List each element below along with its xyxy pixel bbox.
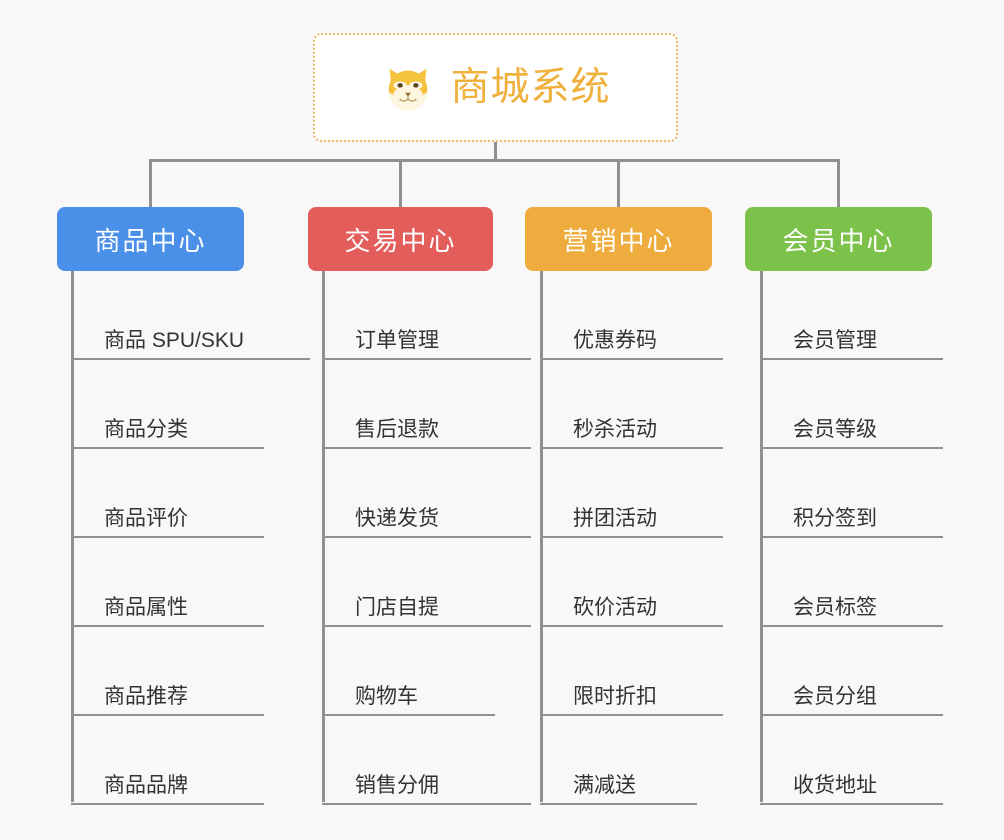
leaf-item-label: 商品品牌 [104,774,188,797]
connector-root-stem [494,142,497,162]
leaf-item-label: 会员等级 [793,418,877,441]
leaf-item[interactable]: 优惠券码 [540,271,723,360]
leaf-item-label: 限时折扣 [573,685,657,708]
leaf-item[interactable]: 会员标签 [760,538,943,627]
category-box-1[interactable]: 商品中心 [57,207,244,271]
category-label: 商品中心 [94,225,207,256]
leaf-item[interactable]: 限时折扣 [540,627,723,716]
shiba-dog-icon [380,60,436,116]
leaf-item[interactable]: 满减送 [540,716,697,805]
leaf-item-label: 商品分类 [104,418,188,441]
leaf-item-label: 满减送 [573,774,636,797]
leaf-item[interactable]: 售后退款 [322,360,531,449]
leaf-item[interactable]: 商品 SPU/SKU [71,271,310,360]
root-node[interactable]: 商城系统 [313,33,678,142]
leaf-item[interactable]: 订单管理 [322,271,531,360]
leaf-item[interactable]: 销售分佣 [322,716,531,805]
category-label: 交易中心 [344,225,457,256]
leaf-item[interactable]: 快递发货 [322,449,531,538]
leaf-item-label: 购物车 [355,685,418,708]
leaf-item[interactable]: 秒杀活动 [540,360,723,449]
leaf-item-label: 订单管理 [355,329,439,352]
leaf-item[interactable]: 商品属性 [71,538,264,627]
connector-drop-2 [399,159,402,209]
leaf-item-label: 快递发货 [355,507,439,530]
leaf-item-label: 门店自提 [355,596,439,619]
category-label: 营销中心 [562,225,675,256]
leaf-item[interactable]: 积分签到 [760,449,943,538]
category-box-3[interactable]: 营销中心 [525,207,712,271]
leaf-item-label: 销售分佣 [355,774,439,797]
connector-drop-3 [617,159,620,209]
leaf-item[interactable]: 会员等级 [760,360,943,449]
leaf-item-label: 积分签到 [793,507,877,530]
leaf-item[interactable]: 购物车 [322,627,495,716]
leaf-item-label: 会员标签 [793,596,877,619]
leaf-item-label: 砍价活动 [573,596,657,619]
leaf-item[interactable]: 砍价活动 [540,538,723,627]
leaf-item-label: 会员管理 [793,329,877,352]
leaf-item[interactable]: 商品评价 [71,449,264,538]
leaf-item-label: 商品评价 [104,507,188,530]
leaf-item[interactable]: 拼团活动 [540,449,723,538]
leaf-item[interactable]: 商品品牌 [71,716,264,805]
leaf-item[interactable]: 会员管理 [760,271,943,360]
leaf-item-label: 收货地址 [793,774,877,797]
connector-drop-1 [149,159,152,209]
category-label: 会员中心 [782,225,895,256]
leaf-item-label: 优惠券码 [573,329,657,352]
connector-drop-4 [837,159,840,209]
root-title: 商城系统 [450,66,611,109]
leaf-item-label: 秒杀活动 [573,418,657,441]
leaf-item-label: 商品 SPU/SKU [104,329,245,352]
leaf-item[interactable]: 商品推荐 [71,627,264,716]
leaf-item[interactable]: 门店自提 [322,538,531,627]
leaf-item[interactable]: 收货地址 [760,716,943,805]
connector-horizontal-bus [149,159,840,162]
leaf-item-label: 商品推荐 [104,685,188,708]
category-box-2[interactable]: 交易中心 [308,207,493,271]
leaf-item-label: 售后退款 [355,418,439,441]
category-box-4[interactable]: 会员中心 [745,207,932,271]
leaf-item-label: 商品属性 [104,596,188,619]
leaf-item-label: 会员分组 [793,685,877,708]
leaf-item[interactable]: 会员分组 [760,627,943,716]
leaf-item[interactable]: 商品分类 [71,360,264,449]
leaf-item-label: 拼团活动 [573,507,657,530]
